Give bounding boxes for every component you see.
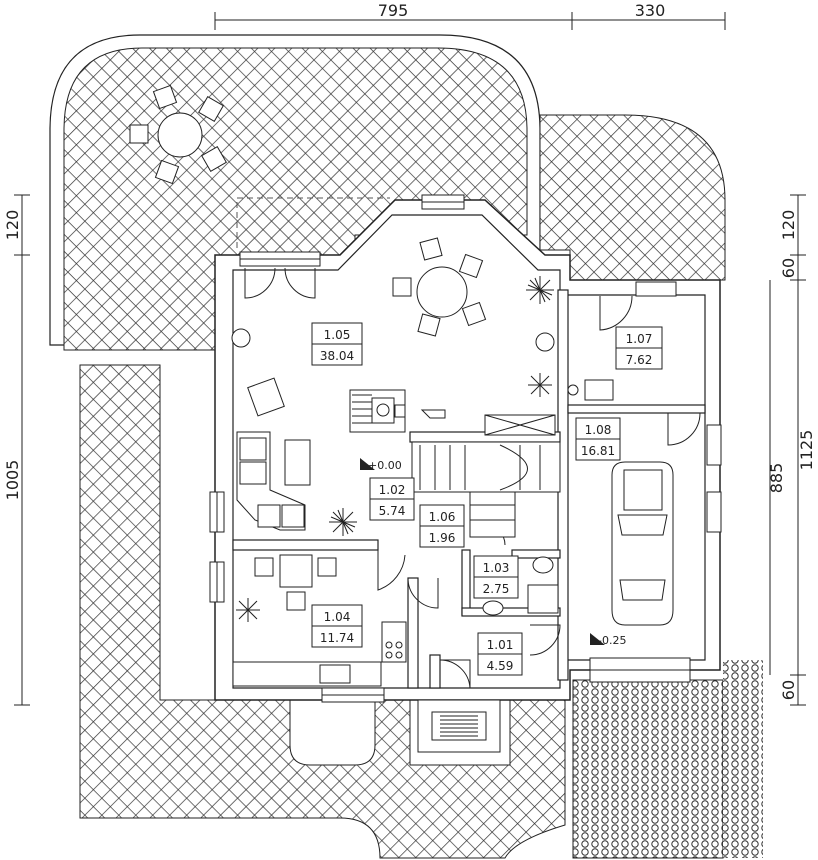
- room-area: 5.74: [379, 504, 406, 518]
- dim-top-795: 795: [378, 1, 409, 20]
- room-area: 11.74: [320, 631, 354, 645]
- dim-right-120: 120: [779, 210, 798, 241]
- room-1-01-label: 1.01 4.59: [477, 632, 523, 676]
- dim-top-330: 330: [635, 1, 666, 20]
- room-area: 38.04: [320, 349, 354, 363]
- room-1-03-label: 1.03 2.75: [473, 555, 519, 599]
- room-labels: 1.05 38.04 1.07 7.62 1.08 16.81 1.02 5.7…: [311, 322, 663, 676]
- dim-right-885: 885: [767, 463, 786, 494]
- entrance-steps: [417, 699, 501, 753]
- room-id: 1.08: [585, 423, 612, 437]
- level-garage: -0.25: [598, 634, 626, 647]
- room-id: 1.05: [324, 328, 351, 342]
- room-1-02-label: 1.02 5.74: [369, 477, 415, 521]
- dim-right-60-bottom: 60: [779, 680, 798, 700]
- room-1-05-label: 1.05 38.04: [311, 322, 363, 366]
- room-id: 1.03: [483, 561, 510, 575]
- windows: [209, 194, 722, 703]
- room-id: 1.04: [324, 610, 351, 624]
- room-area: 7.62: [626, 353, 653, 367]
- fireplace: [349, 389, 446, 433]
- room-1-07-label: 1.07 7.62: [615, 326, 663, 370]
- dim-right-60-top: 60: [779, 258, 798, 278]
- staircase: [411, 414, 561, 538]
- room-area: 16.81: [581, 444, 615, 458]
- room-1-06-label: 1.06 1.96: [419, 504, 465, 548]
- plants: [231, 276, 555, 622]
- kitchen-furniture: [232, 554, 407, 687]
- dim-left-120: 120: [3, 210, 22, 241]
- terrace-table: [129, 84, 227, 185]
- room-1-08-label: 1.08 16.81: [575, 417, 621, 461]
- room-area: 2.75: [483, 582, 510, 596]
- path-left-area: [79, 364, 566, 859]
- room-id: 1.01: [487, 638, 514, 652]
- room-id: 1.07: [626, 332, 653, 346]
- room-area: 1.96: [429, 531, 456, 545]
- room-id: 1.02: [379, 483, 406, 497]
- level-ground: +0.00: [368, 459, 402, 472]
- level-markers: +0.00 -0.25: [360, 458, 626, 647]
- driveway-area: [572, 660, 763, 859]
- dim-left-1005: 1005: [3, 460, 22, 501]
- bathroom-fixtures: [482, 556, 559, 616]
- dimension-labels: 795 330 120 1005 120 60 885 1125 60: [3, 1, 816, 700]
- boiler: [567, 379, 614, 401]
- dining-set: [392, 237, 487, 337]
- room-area: 4.59: [487, 659, 514, 673]
- room-id: 1.06: [429, 510, 456, 524]
- doors: [244, 267, 701, 689]
- sofa: [236, 377, 311, 531]
- car: [611, 461, 674, 626]
- dim-right-1125: 1125: [797, 430, 816, 471]
- room-1-04-label: 1.04 11.74: [311, 604, 363, 648]
- dimension-lines: [14, 12, 806, 706]
